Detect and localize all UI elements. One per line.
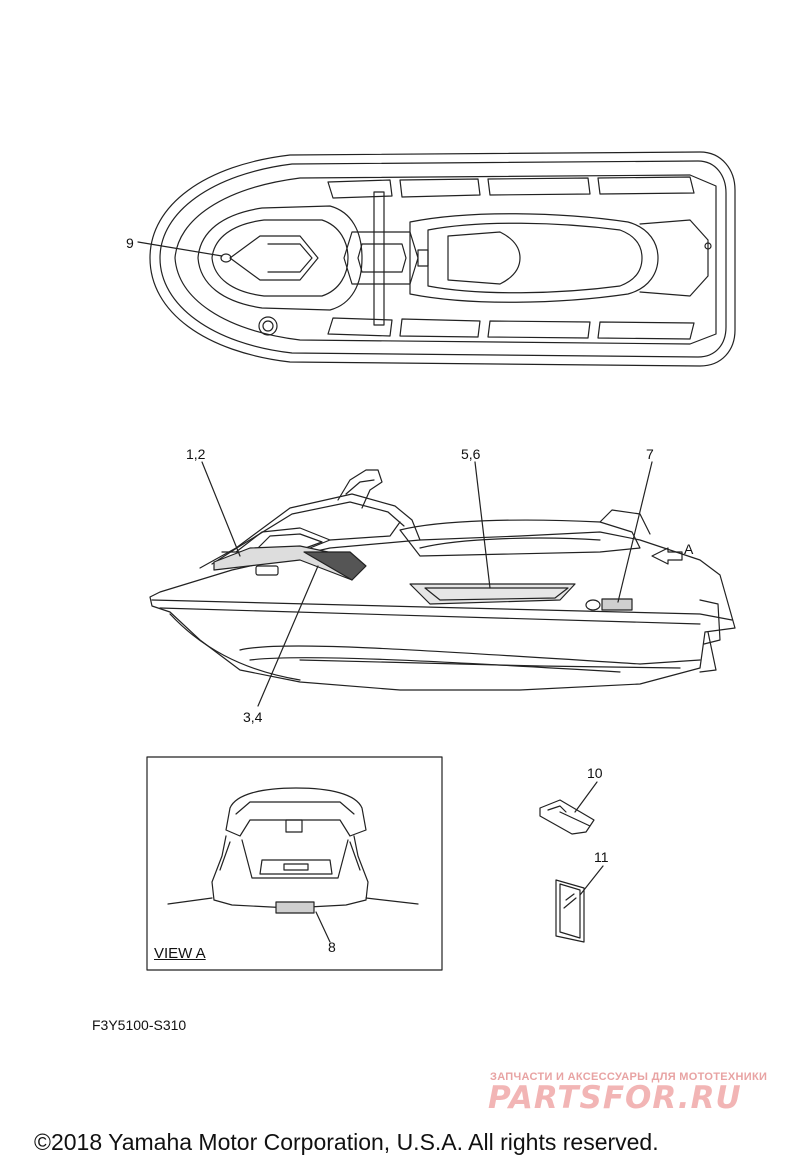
view-a-drawing bbox=[167, 787, 419, 914]
watermark-logo: PARTSFOR.RU bbox=[488, 1080, 742, 1116]
top-view-hull bbox=[149, 151, 736, 367]
leader-line-5-6 bbox=[474, 461, 491, 589]
leader-line-3-4 bbox=[257, 565, 319, 707]
side-view-hull bbox=[149, 469, 736, 691]
callout-3-4: 3,4 bbox=[243, 709, 263, 725]
callout-a: A bbox=[684, 541, 694, 557]
view-arrow-icon bbox=[651, 547, 683, 565]
copyright-notice: ©2018 Yamaha Motor Corporation, U.S.A. A… bbox=[34, 1129, 659, 1155]
leader-line-11 bbox=[579, 865, 604, 896]
callout-10: 10 bbox=[587, 765, 603, 781]
callout-5-6: 5,6 bbox=[461, 446, 481, 462]
leader-line-7 bbox=[617, 461, 653, 603]
part-11-drawing bbox=[555, 879, 585, 943]
diagram-code: F3Y5100-S310 bbox=[92, 1017, 187, 1033]
leader-line-8 bbox=[315, 911, 331, 943]
callout-8: 8 bbox=[328, 939, 336, 955]
callout-7: 7 bbox=[646, 446, 654, 462]
part-10-drawing bbox=[539, 799, 595, 835]
leader-line-1-2 bbox=[201, 461, 241, 557]
callout-11: 11 bbox=[594, 849, 609, 865]
leader-line-9 bbox=[137, 241, 223, 257]
view-a-frame bbox=[146, 756, 443, 971]
callout-9: 9 bbox=[126, 235, 134, 251]
watermark-tagline: ЗАПЧАСТИ И АКСЕССУАРЫ ДЛЯ МОТОТЕХНИКИ bbox=[490, 1071, 768, 1083]
view-a-label: VIEW A bbox=[154, 945, 206, 962]
callout-1-2: 1,2 bbox=[186, 446, 206, 462]
leader-line-10 bbox=[574, 781, 598, 813]
